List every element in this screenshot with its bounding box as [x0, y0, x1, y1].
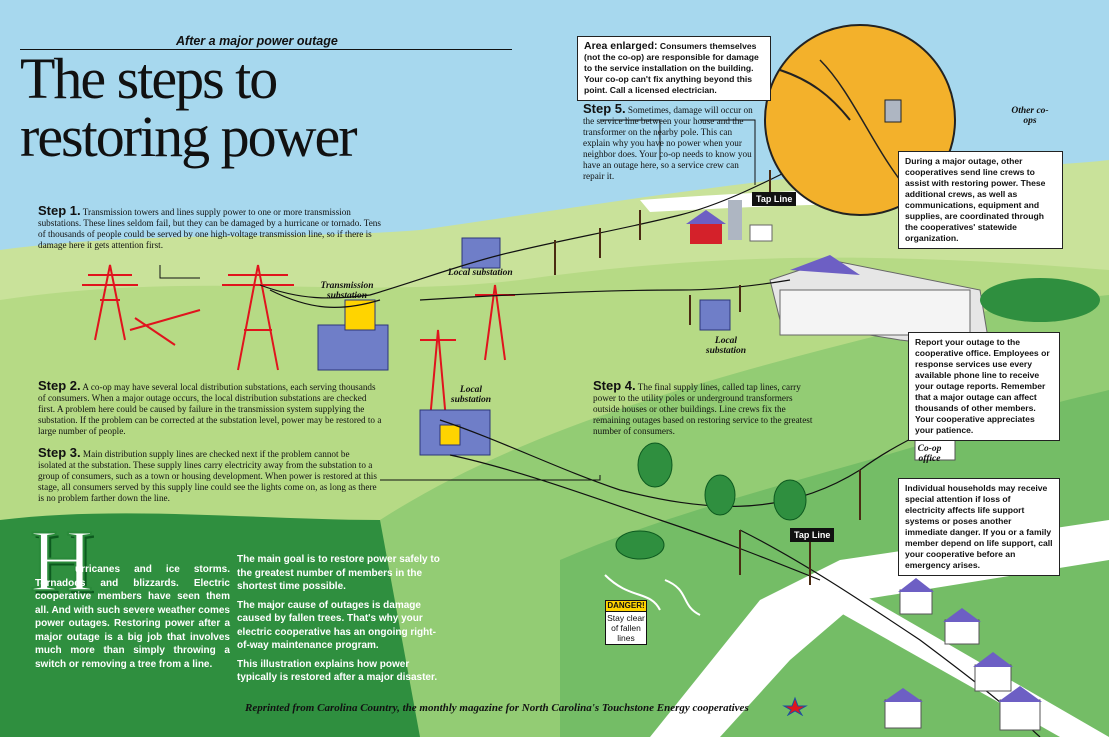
- houses: [883, 429, 1042, 731]
- step-2: Step 2. A co-op may have several local d…: [38, 378, 383, 437]
- step-2-text: A co-op may have several local distribut…: [38, 382, 382, 436]
- farm: [686, 200, 773, 244]
- trees: [615, 278, 1100, 560]
- area-enlarged-box: Area enlarged: Consumers themselves (not…: [577, 36, 771, 101]
- crews-box: During a major outage, other cooperative…: [898, 151, 1063, 249]
- area-enlarged-text: Consumers themselves (not the co-op) are…: [584, 41, 759, 95]
- touchstone-logo-icon: [782, 696, 808, 716]
- step-5-text: Sometimes, damage will occur on the serv…: [583, 105, 753, 181]
- step-1-text: Transmission towers and lines supply pow…: [38, 207, 381, 250]
- intro-column-1: urricanes and ice storms. Tornadoes and …: [35, 563, 230, 671]
- kicker-rule: [20, 49, 512, 50]
- tap-line-label-2: Tap Line: [790, 528, 835, 542]
- local-substation-label-3: Local substation: [450, 385, 492, 405]
- step-4-label: Step 4.: [593, 378, 636, 393]
- step-5-label: Step 5.: [583, 101, 626, 116]
- step-4-text: The final supply lines, called tap lines…: [593, 382, 813, 436]
- step-3-label: Step 3.: [38, 445, 81, 460]
- intro-column-2: The main goal is to restore power safely…: [237, 553, 442, 685]
- danger-label: DANGER!: [605, 600, 647, 612]
- step-2-label: Step 2.: [38, 378, 81, 393]
- intro-col2-p3: This illustration explains how power typ…: [237, 658, 438, 684]
- factory-building: [769, 255, 991, 351]
- title-line-1: The steps to: [20, 46, 278, 111]
- kicker: After a major power outage: [176, 34, 338, 48]
- intro-col1-text: urricanes and ice storms. Tornadoes and …: [35, 564, 230, 670]
- callout-lines: [159, 119, 756, 481]
- tap-line-label-1: Tap Line: [752, 192, 797, 206]
- power-lines: [259, 164, 1041, 737]
- step-4: Step 4. The final supply lines, called t…: [593, 378, 818, 437]
- footer-credit: Reprinted from Carolina Country, the mon…: [245, 702, 749, 714]
- drop-cap: H: [29, 513, 95, 610]
- report-outage-box: Report your outage to the cooperative of…: [908, 332, 1060, 441]
- intro-col2-p2: The major cause of outages is damage cau…: [237, 599, 436, 652]
- title-line-2: restoring power: [20, 104, 358, 169]
- transmission-towers: [82, 264, 515, 421]
- danger-text: Stay clear of fallen lines: [605, 612, 647, 645]
- intro-col2-p1: The main goal is to restore power safely…: [237, 554, 440, 592]
- step-5: Step 5. Sometimes, damage will occur on …: [583, 101, 761, 182]
- local-substation-label-1: Local substation: [448, 268, 513, 278]
- substations: [317, 237, 731, 456]
- local-substation-label-2: Local substation: [705, 336, 747, 356]
- danger-warning: DANGER! Stay clear of fallen lines: [605, 600, 647, 645]
- step-3: Step 3. Main distribution supply lines a…: [38, 445, 378, 504]
- transmission-substation-label: Transmission substation: [320, 281, 374, 301]
- step-1: Step 1. Transmission towers and lines su…: [38, 203, 383, 251]
- area-enlarged-label: Area enlarged:: [584, 40, 658, 52]
- step-3-text: Main distribution supply lines are check…: [38, 449, 377, 503]
- page-title: The steps to restoring power: [20, 50, 490, 166]
- step-1-label: Step 1.: [38, 203, 81, 218]
- coop-office-label: Co-op office: [917, 444, 942, 464]
- households-box: Individual households may receive specia…: [898, 478, 1060, 576]
- other-coops-label: Other co-ops: [1011, 106, 1049, 126]
